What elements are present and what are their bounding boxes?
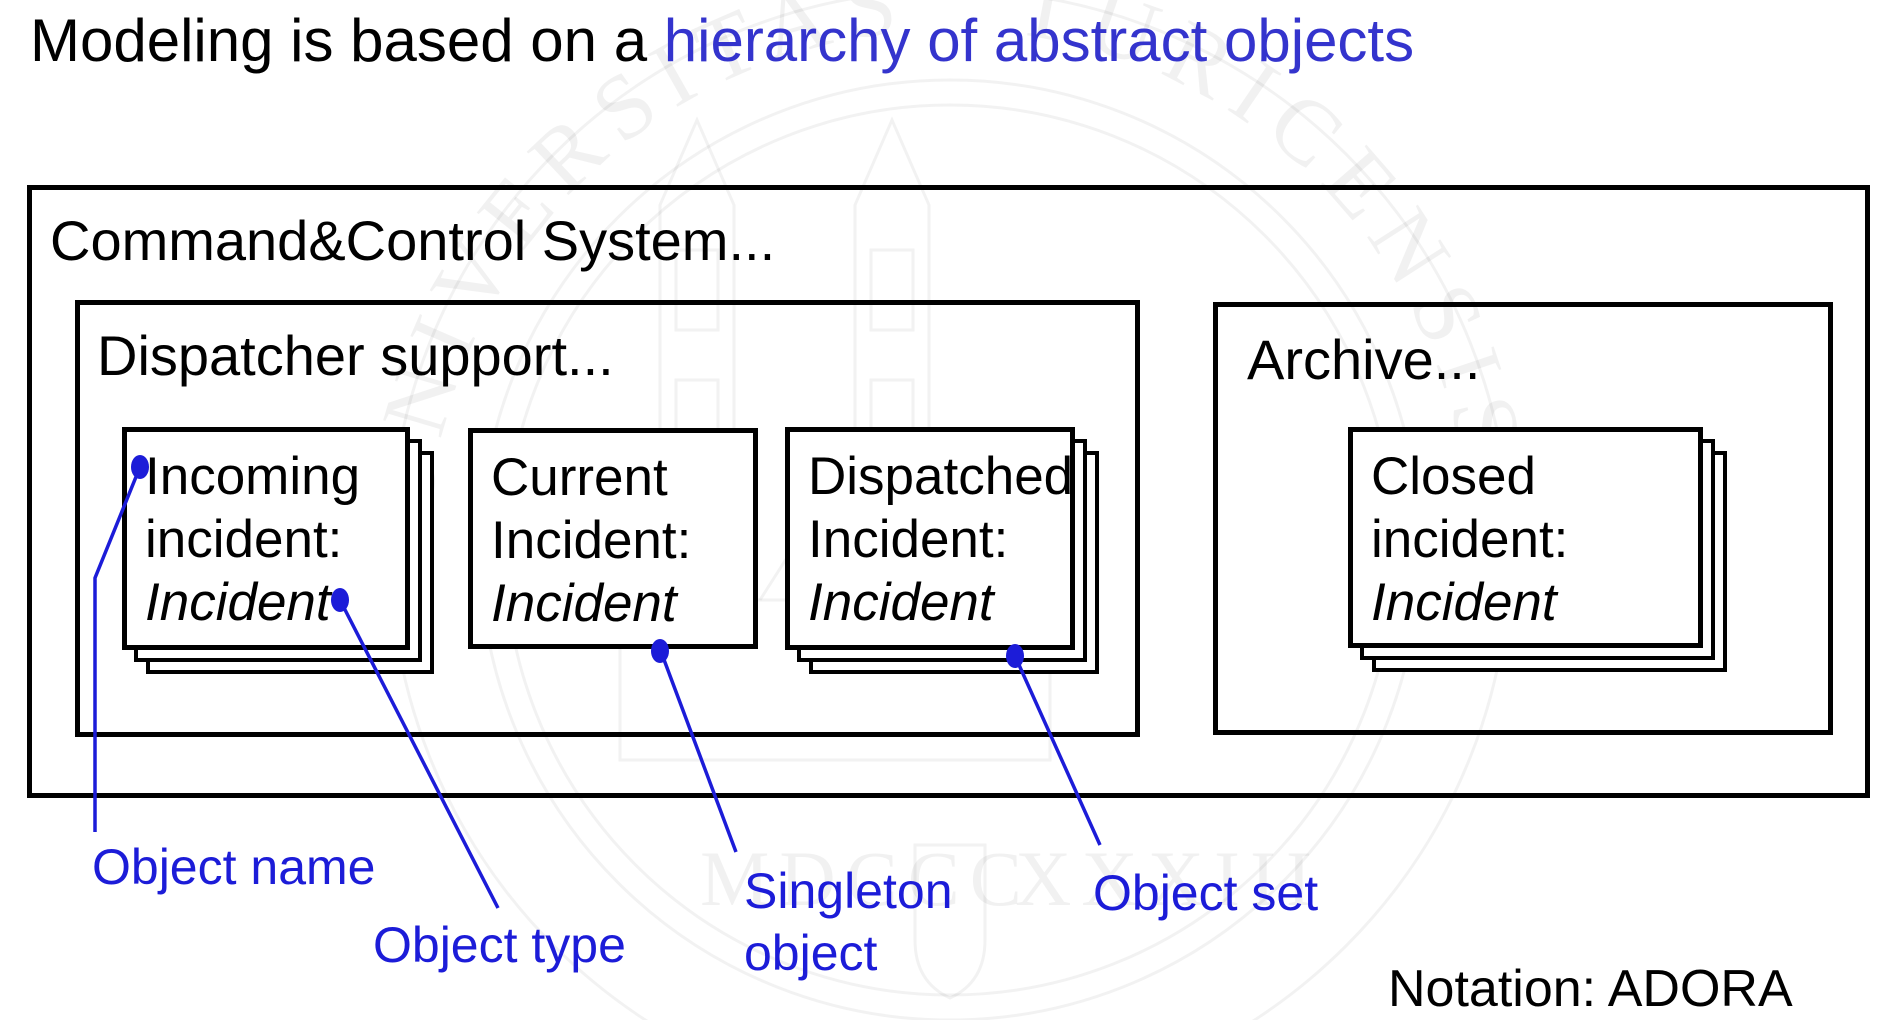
annotation-object-set: Object set	[1093, 865, 1319, 921]
system-box-label: Command&Control System...	[50, 209, 776, 272]
system-box	[27, 185, 1870, 798]
annotation-singleton-line2: object	[744, 925, 878, 981]
object-type-line: Incident	[491, 574, 677, 633]
annotation-singleton-line1: Singleton	[744, 863, 953, 919]
object-box-dispatched-incident: Dispatched Incident: Incident	[785, 427, 1099, 674]
object-card: Current Incident: Incident	[468, 428, 758, 649]
seal-year-left: MDCCC	[700, 835, 1032, 922]
object-name-line1: Closed	[1371, 447, 1536, 506]
slide-title: Modeling is based on a hierarchy of abst…	[30, 6, 1414, 76]
object-box-current-incident: Current Incident: Incident	[468, 428, 758, 649]
slide-title-highlight: hierarchy of abstract objects	[663, 7, 1415, 74]
object-name-line1: Current	[491, 448, 668, 507]
object-box-closed-incident: Closed incident: Incident	[1348, 427, 1727, 672]
annotation-singleton-object: Singleton object	[744, 860, 953, 984]
object-name-line2: Incident:	[808, 510, 1009, 569]
annotation-object-name: Object name	[92, 839, 376, 895]
notation-label: Notation: ADORA	[1388, 960, 1793, 1018]
annotation-object-type: Object type	[373, 917, 626, 973]
object-type-line: Incident	[808, 573, 994, 632]
object-type-line: Incident	[145, 573, 331, 632]
object-name-line2: incident:	[145, 510, 343, 569]
object-type-line: Incident	[1371, 573, 1557, 632]
dispatcher-box-label: Dispatcher support...	[97, 324, 614, 387]
archive-box	[1213, 302, 1833, 735]
object-card: Dispatched Incident: Incident	[785, 427, 1075, 650]
object-card: Incoming incident: Incident	[122, 427, 410, 650]
object-box-incoming-incident: Incoming incident: Incident	[122, 427, 434, 674]
object-card: Closed incident: Incident	[1348, 427, 1703, 648]
seal-crest	[913, 843, 987, 1000]
slide-title-prefix: Modeling is based on a	[30, 7, 664, 74]
seal-year-right: XXXIII	[1015, 835, 1322, 922]
object-name-line1: Dispatched	[808, 447, 1074, 506]
dispatcher-box	[75, 300, 1140, 737]
archive-box-label: Archive...	[1247, 328, 1481, 391]
object-name-line1: Incoming	[145, 447, 361, 506]
object-name-line2: incident:	[1371, 510, 1569, 569]
object-name-line2: Incident:	[491, 511, 692, 570]
